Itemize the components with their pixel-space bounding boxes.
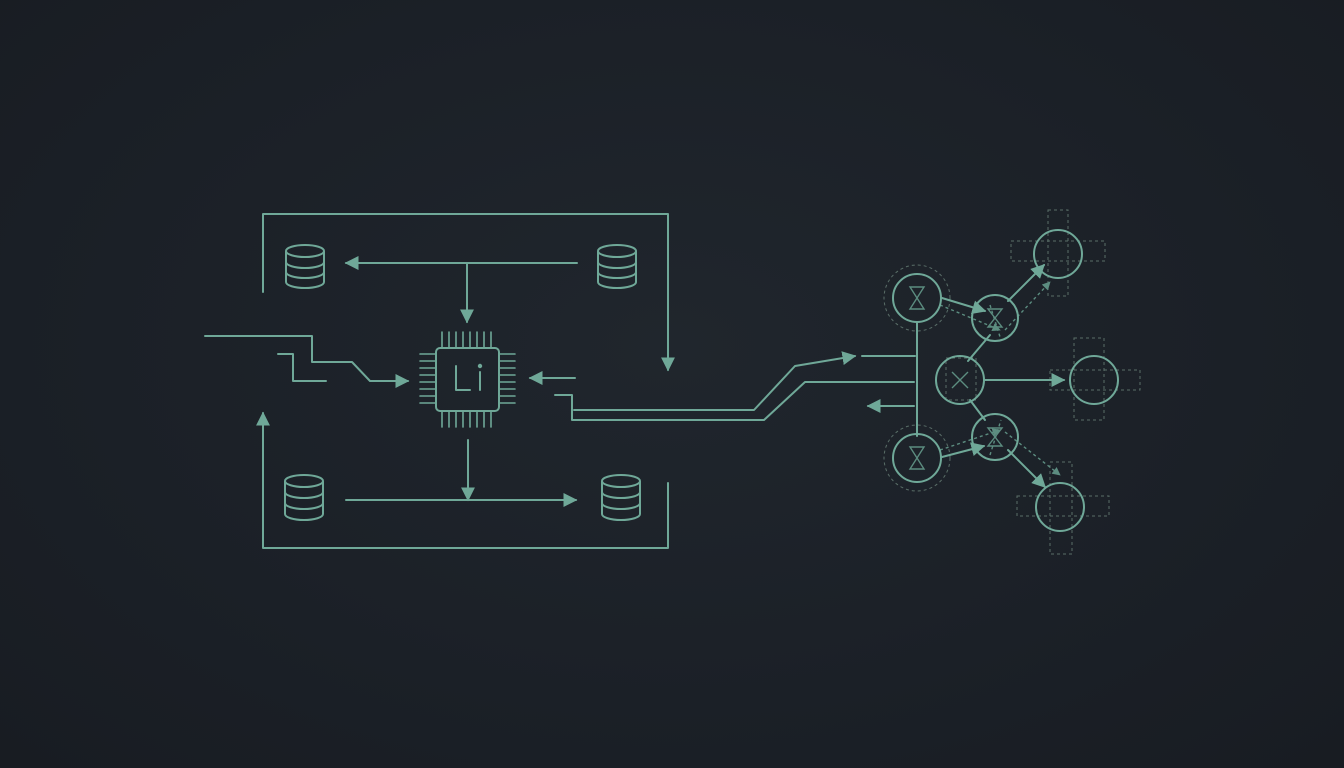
hidden-node [971, 413, 1019, 461]
neural-network-icon [883, 209, 1141, 555]
input-trace-step [277, 353, 327, 382]
frame-bottom [256, 411, 669, 549]
database-icon [597, 244, 637, 289]
cpu-chip-icon [419, 331, 516, 428]
input-trace [204, 335, 410, 388]
output-node [1069, 355, 1119, 405]
database-icon [284, 474, 324, 521]
network-to-chip-trace [554, 381, 915, 421]
output-node [1033, 229, 1083, 279]
database-icon [601, 474, 641, 521]
chip-to-network-trace [573, 351, 857, 411]
input-node [892, 273, 942, 323]
database-icon [285, 244, 325, 289]
hidden-node [935, 355, 985, 405]
hidden-node [971, 294, 1019, 342]
input-node [892, 433, 942, 483]
frame-top [262, 213, 675, 372]
output-node [1035, 482, 1085, 532]
